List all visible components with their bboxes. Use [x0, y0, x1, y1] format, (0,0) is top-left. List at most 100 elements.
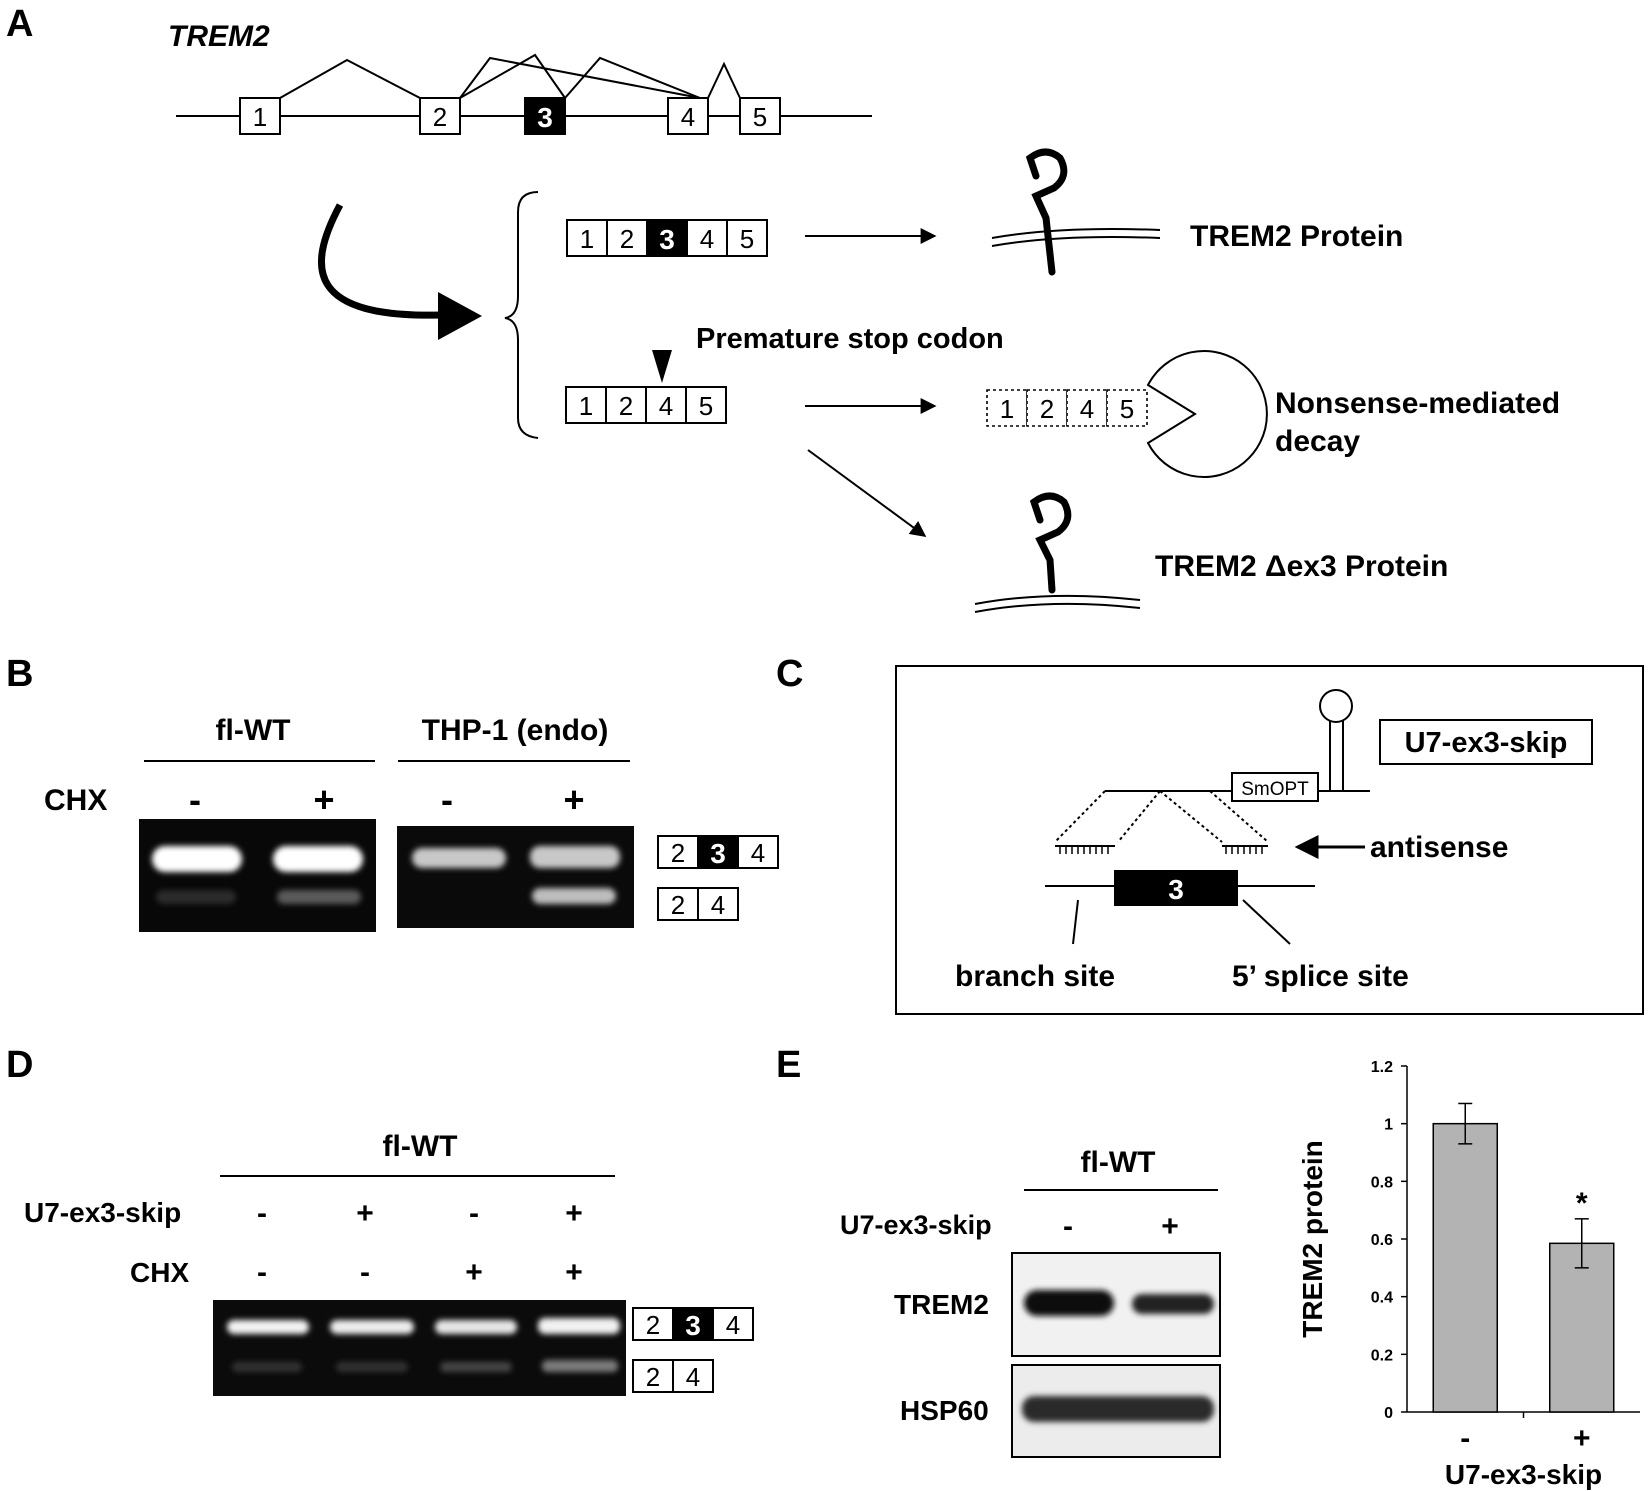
e-u7-label: U7-ex3-skip — [840, 1210, 992, 1240]
trem2-blot — [1011, 1252, 1221, 1357]
skip-exon-2: 2 — [619, 391, 633, 421]
y-tick-label: 1 — [1384, 1117, 1393, 1134]
b-lane1-sign: - — [189, 779, 201, 820]
d-key-lower-4: 4 — [686, 1362, 700, 1392]
b-key-lower-4: 4 — [711, 890, 725, 920]
e-blot1-label: TREM2 — [894, 1289, 989, 1320]
transcript-brace — [504, 191, 539, 439]
processing-arrow — [318, 203, 441, 319]
dex3-arrow — [807, 449, 927, 537]
y-tick-label: 0.8 — [1371, 1174, 1393, 1191]
b-lane2-sign: + — [313, 779, 334, 820]
panel-label-c: C — [776, 653, 803, 695]
d-chx-lane3: + — [465, 1256, 483, 1289]
d-key-lower-2: 2 — [646, 1362, 660, 1392]
b-band-lower-key: 2 4 — [657, 887, 739, 921]
b-band-upper-key: 2 3 4 — [657, 835, 779, 869]
dex3-protein-label: TREM2 Δex3 Protein — [1155, 550, 1448, 583]
panel-label-b: B — [6, 653, 33, 695]
d-u7-lane3: - — [469, 1197, 479, 1230]
d-u7-lane2: + — [356, 1197, 374, 1230]
x-tick-label: + — [1573, 1422, 1591, 1455]
nmd-label-line2: decay — [1275, 425, 1360, 458]
smopt-box — [1231, 772, 1319, 802]
d-gel — [213, 1300, 626, 1396]
full-exon-1: 1 — [580, 224, 594, 254]
skip-exon-4: 4 — [659, 391, 673, 421]
target-pre-mrna: 3 — [1045, 870, 1315, 945]
b-group-flwt: fl-WT — [216, 714, 291, 747]
construct-label: U7-ex3-skip — [1405, 727, 1568, 759]
gene-exon-3-label: 3 — [537, 102, 553, 133]
d-u7-lane1: - — [257, 1197, 267, 1230]
significance-marker: * — [1576, 1187, 1588, 1220]
nmd-label-line1: Nonsense-mediated — [1275, 387, 1560, 420]
full-exon-2: 2 — [620, 224, 634, 254]
processing-arrow-head — [438, 292, 482, 340]
y-tick-label: 0 — [1384, 1405, 1393, 1422]
b-lane4-sign: + — [563, 779, 584, 820]
full-exon-3: 3 — [659, 224, 675, 255]
full-exon-5: 5 — [740, 224, 754, 254]
d-band-upper-key: 2 3 4 — [632, 1307, 754, 1341]
c-frame — [895, 665, 1644, 1015]
antisense-label: antisense — [1370, 831, 1508, 864]
gene-exon-5-label: 5 — [753, 102, 767, 132]
gene-exon-4 — [667, 97, 709, 135]
hsp60-blot — [1011, 1364, 1221, 1458]
d-key-upper-3: 3 — [685, 1310, 701, 1341]
skip-exon-1: 1 — [579, 391, 593, 421]
gene-exon-1-label: 1 — [253, 102, 267, 132]
y-tick-label: 1.2 — [1371, 1059, 1393, 1076]
panel-label-d: D — [6, 1044, 33, 1086]
d-key-upper-4: 4 — [726, 1310, 740, 1340]
b-key-upper-3: 3 — [710, 838, 726, 869]
d-u7-lane4: + — [565, 1197, 583, 1230]
gene-exon-4-label: 4 — [681, 102, 695, 132]
bar — [1432, 1122, 1498, 1413]
gene-exon-2 — [419, 97, 461, 135]
nmd-exon-2: 2 — [1040, 394, 1054, 424]
d-chx-lane4: + — [565, 1256, 583, 1289]
gene-exon-3 — [524, 97, 566, 135]
b-key-upper-2: 2 — [671, 838, 685, 868]
gene-exon-5 — [739, 97, 781, 135]
e-blot2-label: HSP60 — [900, 1395, 989, 1426]
construct-box — [1379, 719, 1593, 765]
u7-construct: SmOPT — [1105, 689, 1370, 802]
b-key-lower-2: 2 — [671, 890, 685, 920]
degraded-transcript: 1 2 4 5 — [986, 389, 1148, 427]
d-chx-lane1: - — [257, 1256, 267, 1289]
d-band-lower-key: 2 4 — [632, 1359, 714, 1393]
b-group-thp1: THP-1 (endo) — [422, 714, 609, 747]
skip-exon-5: 5 — [699, 391, 713, 421]
full-transcript: 1 2 3 4 5 — [566, 219, 768, 257]
gene-exon-2-label: 2 — [433, 102, 447, 132]
b-key-upper-4: 4 — [751, 838, 765, 868]
b-gel-2 — [397, 826, 634, 928]
splice-site-label: 5’ splice site — [1232, 960, 1409, 993]
d-group-flwt: fl-WT — [383, 1130, 458, 1163]
panel-label-e: E — [776, 1044, 801, 1086]
nmd-pacman-glyph — [1146, 350, 1268, 478]
gene-exon-1 — [239, 97, 281, 135]
e-lane1-sign: - — [1063, 1210, 1073, 1243]
b-gel-1 — [139, 819, 376, 932]
b-lane3-sign: - — [441, 779, 453, 820]
nmd-exon-1: 1 — [1000, 394, 1014, 424]
target-exon-3-label: 3 — [1168, 874, 1184, 905]
stop-codon-label: Premature stop codon — [696, 323, 1004, 355]
y-tick-label: 0.6 — [1371, 1232, 1393, 1249]
y-axis-label: TREM2 protein — [1297, 1140, 1328, 1338]
smopt-label: SmOPT — [1241, 779, 1309, 800]
trem2-protein-glyph — [991, 148, 1161, 276]
y-tick-label: 0.4 — [1371, 1290, 1393, 1307]
d-key-upper-2: 2 — [646, 1310, 660, 1340]
d-chx-lane2: - — [360, 1256, 370, 1289]
bar — [1549, 1242, 1615, 1413]
e-lane2-sign: + — [1161, 1210, 1179, 1243]
gene-structure: 1 2 3 4 5 — [176, 53, 872, 135]
stop-codon-marker — [652, 350, 672, 383]
e-group-flwt: fl-WT — [1081, 1146, 1156, 1179]
